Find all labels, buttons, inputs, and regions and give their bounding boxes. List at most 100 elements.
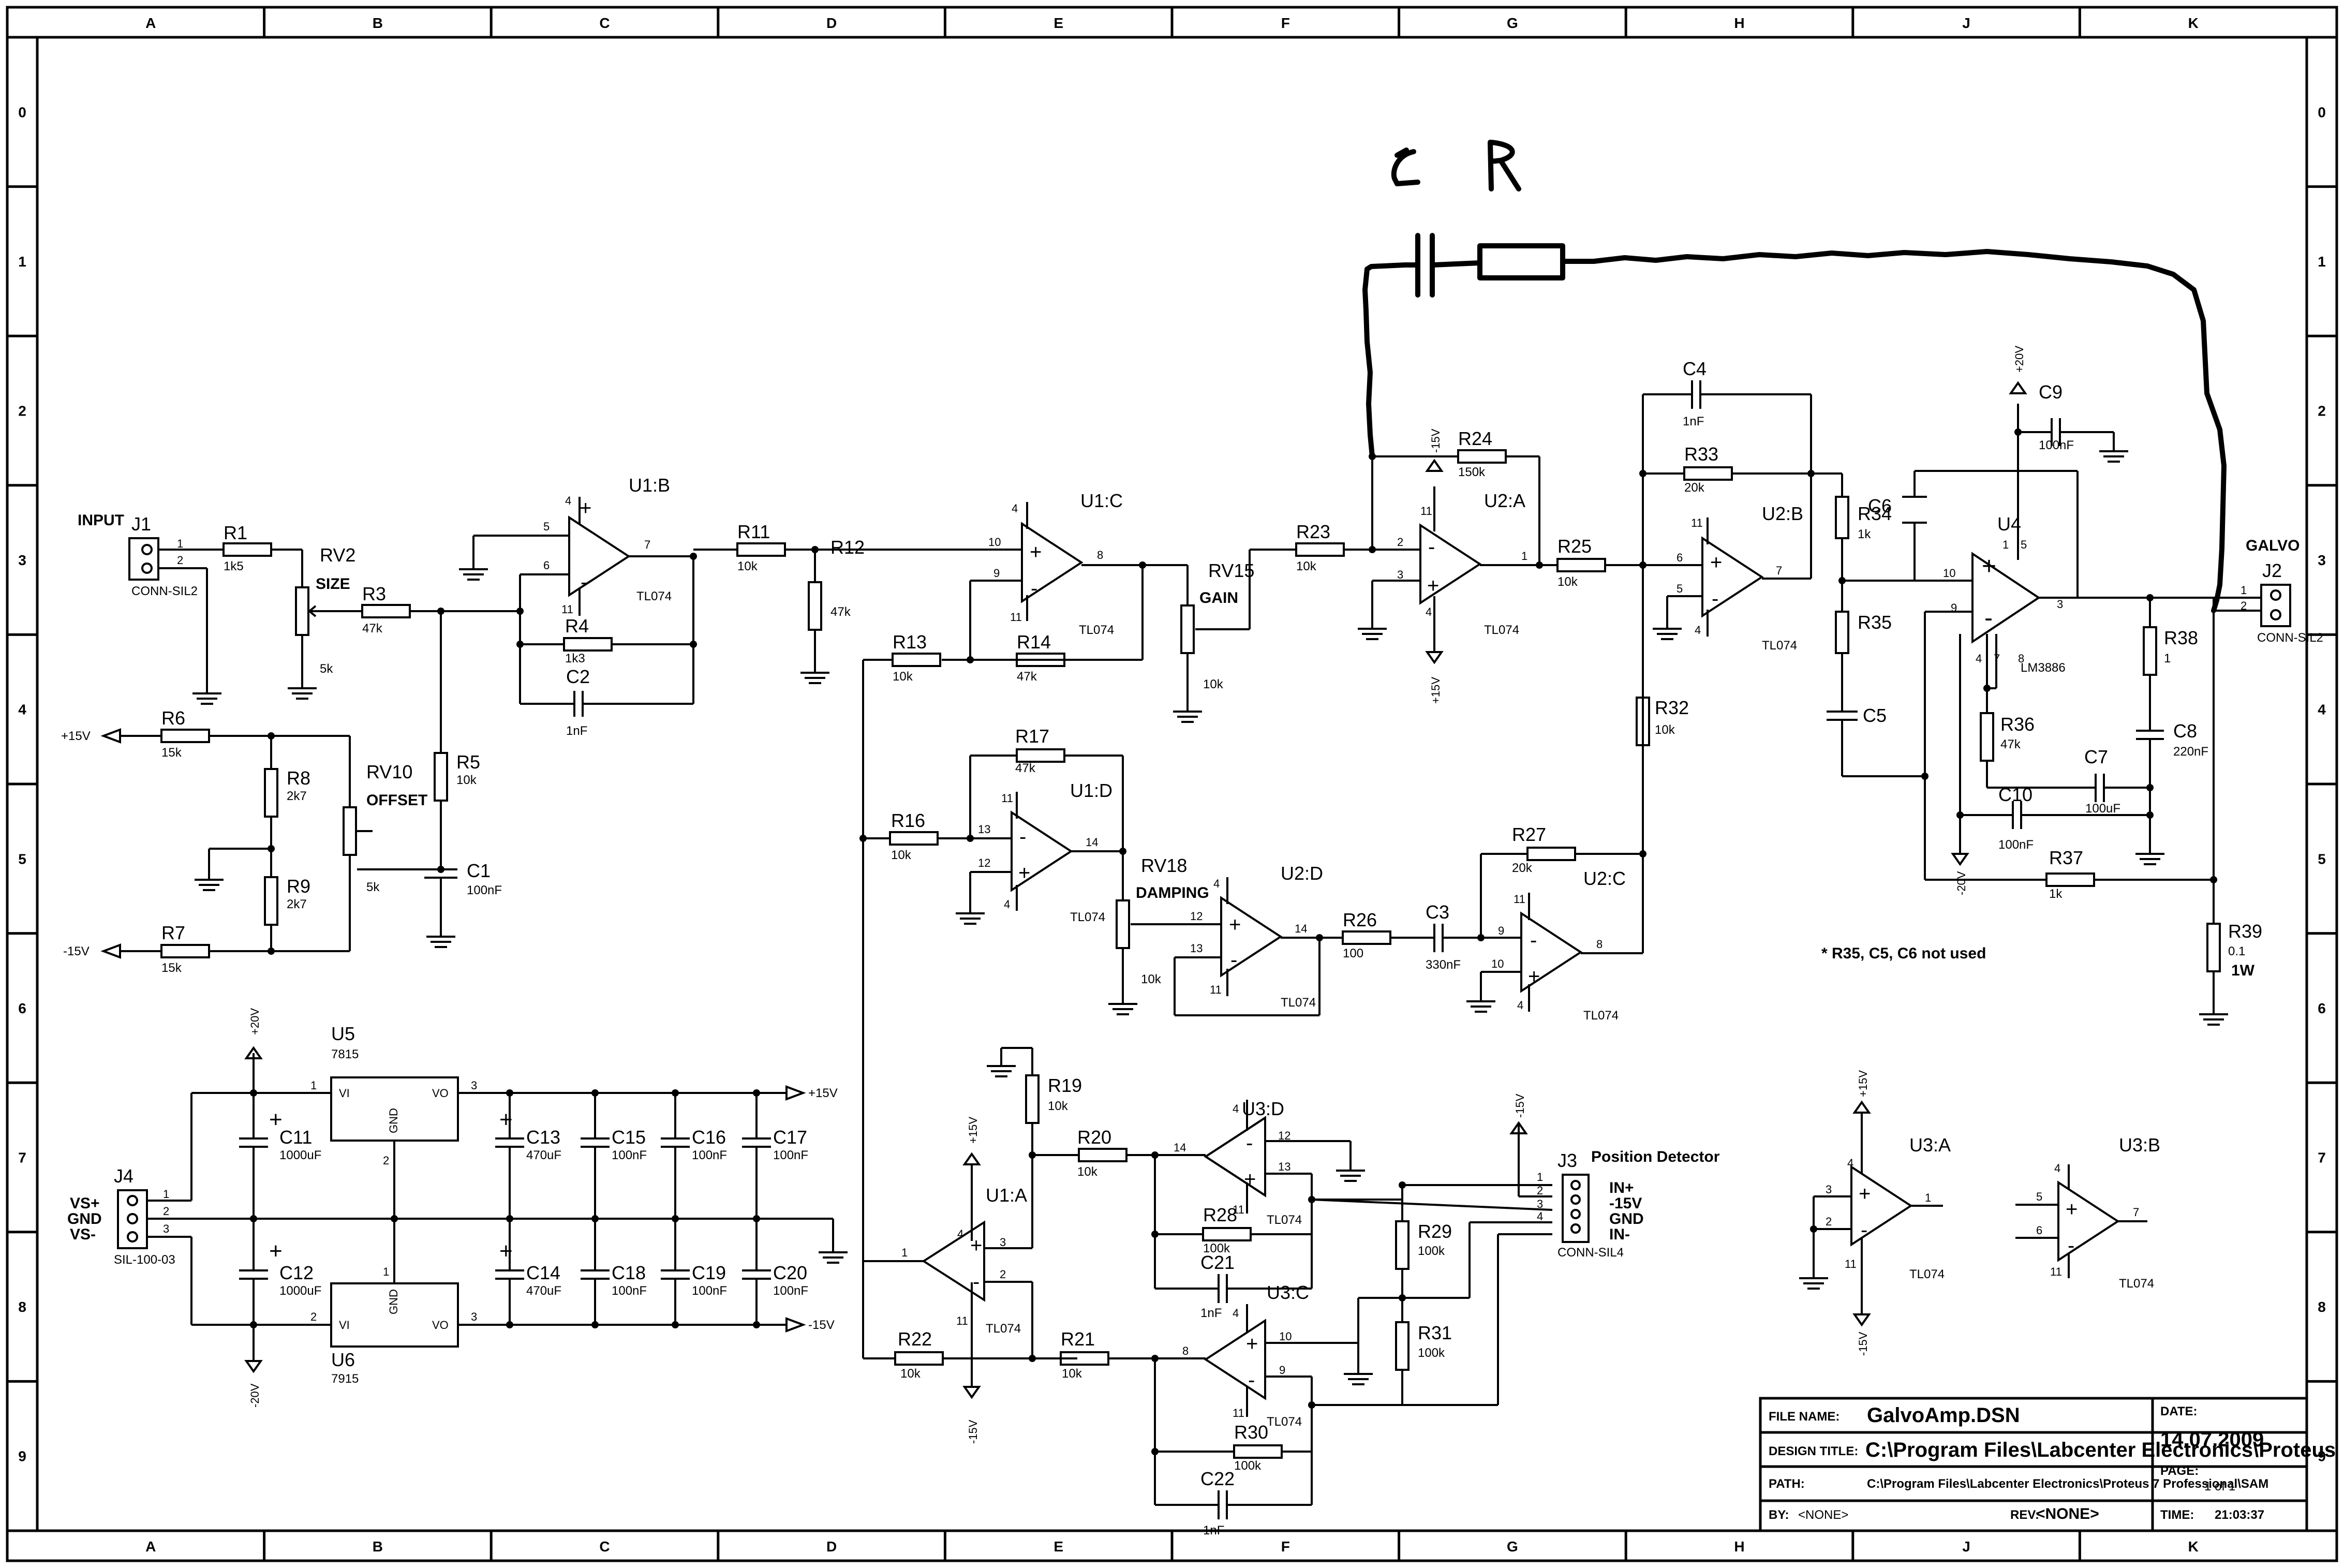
regulator-pin-label: GND <box>387 1289 400 1314</box>
component-ref: R11 <box>737 521 770 542</box>
component-value: 47k <box>1017 670 1037 684</box>
pin-number: 12 <box>1278 1129 1290 1142</box>
column-label: K <box>2188 15 2199 31</box>
opamp-u2c: - + U2:C TL074 9 10 8 R27 20k 11 4 R32 1… <box>1466 564 1689 1023</box>
column-label: A <box>145 1539 156 1555</box>
pin-number: 9 <box>1279 1364 1285 1377</box>
column-label: E <box>1054 15 1063 31</box>
component-ref: R34 <box>1858 503 1892 524</box>
pin-number: 14 <box>1295 922 1307 935</box>
pin-number: 10 <box>1943 567 1955 580</box>
component-ref: U5 <box>331 1023 355 1044</box>
component-ref: R12 <box>830 537 865 558</box>
pin-number: 4 <box>2054 1162 2060 1175</box>
j1-ref: J1 <box>131 513 151 535</box>
component-ref: R20 <box>1077 1127 1111 1148</box>
opamp-polarity-mark: - <box>1861 1219 1867 1241</box>
pin-number: 1 <box>163 1188 169 1201</box>
pin-number: 10 <box>988 536 1001 549</box>
rail-label: +15V <box>61 729 91 743</box>
pin-number: 11 <box>1691 516 1703 529</box>
row-label: 1 <box>18 254 26 270</box>
component-ref: J4 <box>114 1165 133 1187</box>
component-value: 100nF <box>2039 438 2074 452</box>
row-label: 4 <box>2318 702 2326 718</box>
component-value: 10k <box>456 773 477 787</box>
component-ref: U3:B <box>2119 1134 2160 1156</box>
position-detector-label: Position Detector <box>1591 1148 1720 1165</box>
component-value: 100k <box>1203 1241 1230 1255</box>
component-value: TL074 <box>1762 639 1797 653</box>
component-value: 47k <box>830 605 851 619</box>
pin-number: 6 <box>2036 1224 2042 1237</box>
component-value: SIL-100-03 <box>114 1253 175 1267</box>
pin-number: 2 <box>1537 1184 1543 1197</box>
component-value: TL074 <box>986 1322 1021 1336</box>
component-ref: U2:A <box>1484 490 1525 511</box>
column-label: E <box>1054 1539 1063 1555</box>
component-value: 100uF <box>2085 802 2120 816</box>
rail-label: +20V <box>248 1008 261 1035</box>
pin-number: 4 <box>1233 1102 1239 1115</box>
regulator-pin-label: VI <box>339 1319 350 1332</box>
page-value: 1 of 1 <box>2204 1480 2235 1493</box>
component-ref: C11 <box>279 1127 312 1148</box>
component-value: 7915 <box>331 1372 359 1386</box>
rev-value: <NONE> <box>2036 1505 2099 1522</box>
component-value: 100 <box>1343 946 1363 960</box>
pin-number: 4 <box>1233 1307 1239 1320</box>
opamp-polarity-mark: - <box>1428 536 1435 558</box>
path: C:\Program Files\Labcenter Electronics\P… <box>1867 1477 2268 1491</box>
component-ref: R1 <box>224 522 247 543</box>
component-ref: U3:C <box>1267 1282 1309 1303</box>
component-value: TL074 <box>1070 910 1105 924</box>
capacitor-value: 100nF <box>692 1284 727 1298</box>
regulator-pin-label: VI <box>339 1087 350 1100</box>
component-ref: R38 <box>2164 627 2198 648</box>
title-block-field: REV: <box>2010 1508 2039 1522</box>
component-value: 10k <box>737 559 758 573</box>
component-value: 10k <box>1048 1099 1069 1113</box>
component-value: 10k <box>1296 559 1317 573</box>
size-label: SIZE <box>316 575 350 593</box>
component-ref: RV18 <box>1141 855 1187 876</box>
row-label: 9 <box>2318 1448 2326 1465</box>
pin-number: 4 <box>1213 877 1220 890</box>
offset-label: OFFSET <box>366 792 427 809</box>
component-ref: U1:C <box>1080 490 1123 511</box>
capacitor-value: 470uF <box>526 1148 561 1162</box>
pin-number: 11 <box>1001 792 1013 805</box>
column-label: C <box>599 1539 610 1555</box>
component-value: 1nF <box>566 724 587 738</box>
gain-pot-rv15: RV15 GAIN 10k R23 10k <box>1143 521 1420 723</box>
component-ref: U2:B <box>1762 503 1803 524</box>
row-label: 0 <box>2318 104 2326 120</box>
component-ref: U2:D <box>1281 863 1323 884</box>
pin-number: 11 <box>1233 1203 1244 1216</box>
component-value: CONN-SIL4 <box>1557 1246 1624 1260</box>
component-ref: C21 <box>1200 1252 1235 1273</box>
capacitor-ref: C17 <box>773 1127 807 1148</box>
component-value: 2k7 <box>287 897 307 911</box>
title-block-field: PATH: <box>1769 1477 1805 1491</box>
pin-number: 1 <box>1925 1191 1931 1204</box>
pin-number: 11 <box>1010 611 1022 624</box>
connector-pin-label: GND <box>1609 1210 1644 1227</box>
pin-number: 4 <box>1976 652 1982 665</box>
damping-label: DAMPING <box>1136 884 1209 901</box>
pin-number: 2 <box>163 1205 169 1218</box>
component-value: 10k <box>1077 1165 1098 1179</box>
opamp-polarity-mark: + <box>269 1107 283 1132</box>
title-block-field: DATE: <box>2160 1404 2198 1418</box>
component-ref: R22 <box>898 1328 932 1350</box>
component-ref: R23 <box>1296 521 1330 542</box>
rail-label: -15V <box>808 1318 835 1332</box>
pin-number: 4 <box>1004 898 1010 911</box>
opamp-polarity-mark: + <box>1018 862 1030 884</box>
component-ref: C5 <box>1863 705 1887 726</box>
row-label: 2 <box>18 403 26 419</box>
component-value: 10k <box>891 848 912 862</box>
pin-number: 11 <box>1420 505 1432 517</box>
pin-number: 11 <box>561 603 573 616</box>
pin-number: 2 <box>310 1310 317 1323</box>
